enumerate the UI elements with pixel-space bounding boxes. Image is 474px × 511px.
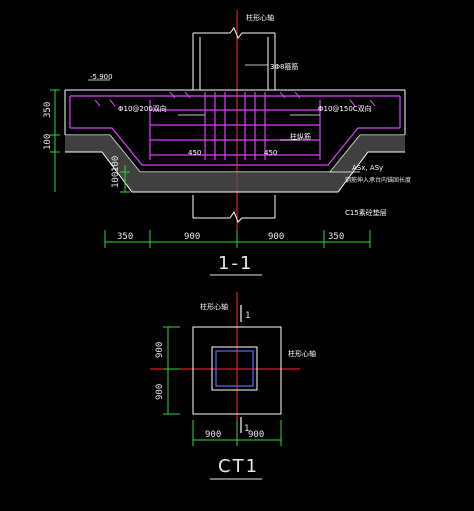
dim-bottom-350-left: 350 (117, 232, 133, 242)
bottom-dimension-chain (104, 230, 371, 248)
label-dim-450a: 450 (188, 149, 201, 157)
section-mark-bottom: 1 (244, 424, 249, 434)
plan-column-rebar (215, 350, 254, 387)
dim-left-350: 350 (43, 102, 53, 118)
section-title: 1-1 (218, 253, 253, 274)
label-column-rebar: 柱纵筋 (290, 132, 311, 141)
label-elevation: -5.900 (90, 73, 113, 81)
label-stirrup: 3Φ8箍筋 (270, 62, 298, 71)
dim-left-100a: 100 (43, 134, 53, 150)
dim-left-100c: 100 (111, 156, 121, 172)
plan-label-axis-top: 柱形心轴 (200, 302, 228, 311)
rebar-cage (69, 92, 401, 166)
label-asx-asy: ASx, ASy (352, 164, 383, 172)
label-column-axis-top: 柱形心轴 (246, 13, 274, 22)
label-anchorage: 钢筋伸入承台内锚固长度 (345, 176, 411, 184)
plan-column (211, 346, 258, 391)
label-rebar-left: Φ10@200双向 (118, 104, 167, 113)
plan-dim-bottom-right: 900 (248, 430, 264, 440)
rebar-ticks (94, 91, 376, 107)
plan-bottom-dimension (192, 420, 282, 446)
plan-dim-left-bottom: 900 (155, 384, 165, 400)
section-1-1: 柱形心轴 -5.900 3Φ8箍筋 Φ10@200双向 Φ10@150C双向 4… (43, 10, 411, 276)
plan-left-dimension (163, 326, 180, 415)
plan-title: CT1 (218, 456, 259, 477)
dim-bottom-350-right: 350 (328, 232, 344, 242)
label-dim-450b: 450 (264, 149, 277, 157)
leader-lines (88, 64, 360, 173)
cushion-layer (65, 135, 405, 193)
plan-dim-left-top: 900 (155, 342, 165, 358)
dim-bottom-900-left: 900 (184, 232, 200, 242)
section-mark-top: 1 (245, 311, 250, 321)
dim-bottom-900-right: 900 (268, 232, 284, 242)
label-rebar-right: Φ10@150C双向 (318, 104, 372, 113)
plan-cap-outline (192, 326, 282, 415)
dim-left-100b: 100 (111, 172, 121, 188)
plan-label-axis-right: 柱形心轴 (288, 349, 316, 358)
column-outline (192, 27, 276, 223)
left-dimension-chain (50, 89, 130, 193)
label-cushion: C15素砼垫层 (345, 208, 387, 217)
plan-ct1: 1 1 柱形心轴 柱形心轴 900 900 900 900 CT1 (150, 292, 316, 480)
plan-dim-bottom-left: 900 (205, 430, 221, 440)
